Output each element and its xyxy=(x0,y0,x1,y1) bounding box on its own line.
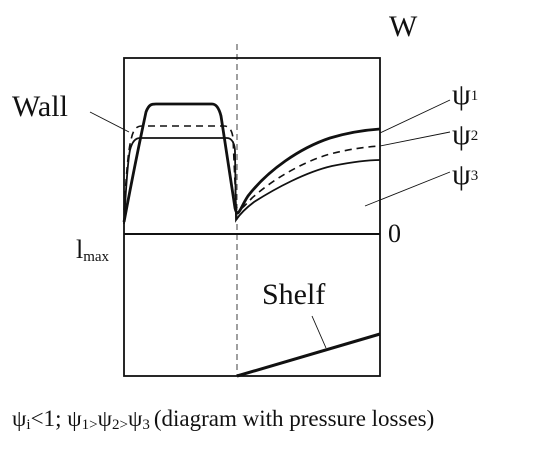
psi2-label: ψ2 xyxy=(452,118,478,151)
shelf-leader xyxy=(311,315,327,349)
psi3-symbol: ψ xyxy=(452,158,471,191)
psi1-symbol: ψ xyxy=(452,78,471,111)
w-axis-label: W xyxy=(389,10,418,43)
caption-psi3: ψ xyxy=(128,406,143,431)
shelf-label: Shelf xyxy=(262,278,325,311)
caption-lt-one: <1 xyxy=(31,406,55,431)
caption-gt1: > xyxy=(89,417,97,433)
psi2-leader xyxy=(379,131,451,147)
caption-i-sub: i xyxy=(26,417,30,433)
psi1-leader xyxy=(379,99,451,134)
caption-sep: ; xyxy=(55,406,61,431)
psi3-sub: 3 xyxy=(471,168,479,184)
psi3-curve xyxy=(123,137,381,225)
wall-leader xyxy=(89,111,130,133)
psi1-label: ψ1 xyxy=(452,78,478,111)
lmax-main: l xyxy=(76,235,83,264)
zero-label: 0 xyxy=(388,219,401,248)
caption-gt2: > xyxy=(119,417,127,433)
caption-psi3-sub: 3 xyxy=(142,417,150,433)
psi2-symbol: ψ xyxy=(452,118,471,151)
psi3-leader xyxy=(364,171,451,207)
caption-psi-i: ψ xyxy=(12,406,27,431)
diagram-frame xyxy=(123,57,381,377)
lmax-label: lmax xyxy=(76,235,110,265)
psi3-label: ψ3 xyxy=(452,158,478,191)
psi2-sub: 2 xyxy=(471,128,479,144)
psi1-sub: 1 xyxy=(471,88,479,104)
caption-note: (diagram with pressure losses) xyxy=(154,406,434,431)
shelf-line xyxy=(236,332,381,378)
caption-psi1-sub: 1 xyxy=(82,417,90,433)
caption-psi2-sub: 2 xyxy=(112,417,120,433)
caption-psi2: ψ xyxy=(98,406,113,431)
psi1-curve xyxy=(122,102,381,223)
wall-label: Wall xyxy=(12,90,68,123)
caption-psi1: ψ xyxy=(67,406,82,431)
caption: ψi<1; ψ1>ψ2>ψ3(diagram with pressure los… xyxy=(12,406,434,433)
lmax-sub: max xyxy=(83,249,109,265)
